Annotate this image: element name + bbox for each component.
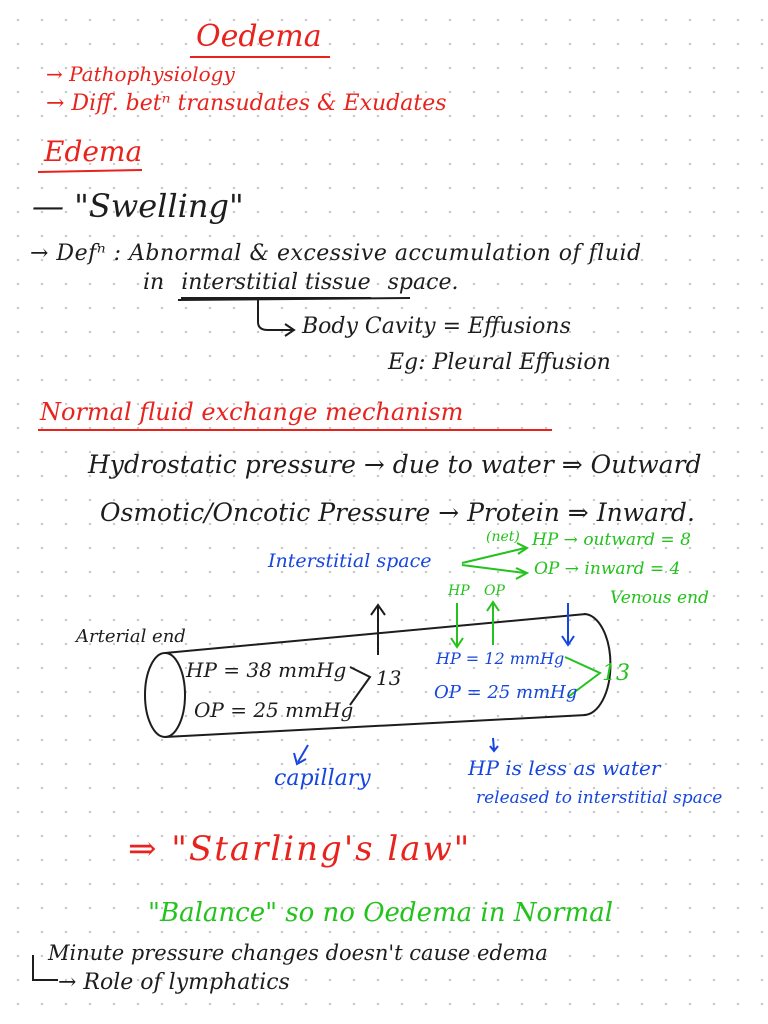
capillary-arterial-opening: [144, 652, 186, 738]
section-heading-edema: Edema: [44, 135, 143, 168]
definition-line-1: → Defⁿ : Abnormal & excessive accumulati…: [30, 241, 642, 266]
hp-less-line-1: HP is less as water: [468, 756, 661, 780]
venous-net-value: 13: [602, 661, 630, 686]
outline-item-1: → Pathophysiology: [46, 62, 235, 86]
body-cavity-hook-arrow: [257, 300, 292, 331]
capillary-bottom-wall: [164, 714, 587, 738]
arterial-hp-value: HP = 38 mmHg: [186, 658, 347, 682]
definition-line-2: in interstitial tissue space.: [143, 270, 459, 299]
capillary-venous-cap: [583, 613, 612, 716]
balance-note: "Balance" so no Oedema in Normal: [148, 898, 614, 928]
hp-arrow-label: HP: [448, 583, 470, 599]
section-heading-normal-exchange: Normal fluid exchange mechanism: [40, 398, 464, 426]
body-cavity-text: Body Cavity = Effusions: [302, 314, 571, 339]
venous-hp-value: HP = 12 mmHg: [436, 649, 565, 668]
capillary-pointer: [297, 744, 309, 763]
arterial-end-label: Arterial end: [76, 626, 186, 647]
capillary-top-wall: [164, 613, 587, 654]
hp-less-line-2: released to interstitial space: [476, 788, 723, 808]
venous-hp-outward: HP → outward = 8: [532, 530, 691, 550]
arterial-bracket: [349, 666, 372, 706]
venous-end-label: Venous end: [610, 588, 709, 608]
page-title: Oedema: [196, 19, 322, 54]
venous-op-inward: OP → inward = 4: [534, 559, 681, 579]
venous-op-value: OP = 25 mmHg: [434, 682, 578, 703]
definition-prefix: in: [143, 270, 165, 295]
hydrostatic-line: Hydrostatic pressure → due to water ⇒ Ou…: [88, 450, 702, 479]
op-arrow-label: OP: [484, 583, 505, 599]
pleural-effusion-example: Eg: Pleural Effusion: [388, 350, 611, 375]
capillary-label: capillary: [274, 766, 371, 791]
hp-less-pointer: [489, 737, 499, 753]
net-label: (net): [486, 529, 520, 545]
swelling-text: — "Swelling": [32, 187, 244, 225]
outline-item-2: → Diff. betⁿ transudates & Exudates: [46, 91, 447, 116]
interstitial-space-label: Interstitial space: [268, 550, 432, 572]
lymphatics-note: → Role of lymphatics: [58, 970, 290, 995]
interstitial-arrow-up: [461, 547, 526, 564]
definition-suffix: space.: [387, 270, 459, 295]
starling-law: ⇒ "Starling's law": [128, 829, 472, 869]
definition-underlined-term: interstitial tissue: [181, 270, 371, 299]
interstitial-arrow-down: [461, 564, 526, 574]
minute-pressure-note: Minute pressure changes doesn't cause ed…: [48, 941, 548, 965]
osmotic-line: Osmotic/Oncotic Pressure → Protein ⇒ Inw…: [100, 498, 695, 527]
arterial-net-value: 13: [376, 666, 402, 690]
lymphatics-hook-arrow: [32, 955, 58, 981]
venous-bracket: [564, 656, 602, 698]
arterial-op-value: OP = 25 mmHg: [194, 698, 354, 722]
